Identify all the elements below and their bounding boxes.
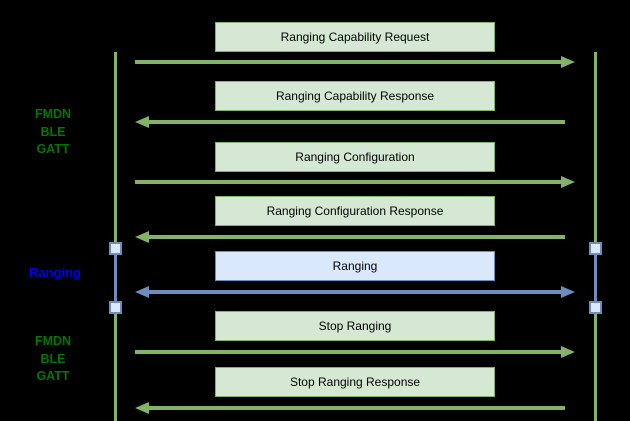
arrow-shaft <box>135 60 565 64</box>
message-box-ranging-capability-request: Ranging Capability Request <box>215 22 495 52</box>
arrowhead-right-icon <box>561 176 575 188</box>
arrow-shaft <box>145 406 565 410</box>
lifeline-right <box>594 52 597 421</box>
message-label: Ranging Configuration Response <box>266 204 444 218</box>
arrow-left-icon <box>135 116 575 128</box>
arrow-left-icon <box>135 402 575 414</box>
arrowhead-left-icon <box>135 286 149 298</box>
side-label-fmdn-ble-gatt-bottom: FMDN BLE GATT <box>0 333 106 386</box>
message-label: Ranging <box>332 259 378 273</box>
arrowhead-left-icon <box>135 402 149 414</box>
arrow-shaft <box>135 180 565 184</box>
arrowhead-right-icon <box>561 56 575 68</box>
message-box-stop-ranging-response: Stop Ranging Response <box>215 367 495 397</box>
activation-square-icon <box>589 301 602 314</box>
side-label-line: BLE <box>40 351 66 366</box>
arrow-right-icon <box>135 176 575 188</box>
message-box-ranging-configuration: Ranging Configuration <box>215 142 495 172</box>
lifeline-left <box>114 52 117 421</box>
arrowhead-left-icon <box>135 116 149 128</box>
message-label: Stop Ranging <box>318 319 392 333</box>
arrow-left-icon <box>135 231 575 243</box>
side-label-line: FMDN <box>34 334 72 348</box>
side-label-line: BLE <box>40 124 66 139</box>
activation-square-icon <box>109 242 122 255</box>
activation-square-icon <box>109 301 122 314</box>
arrow-right-icon <box>135 56 575 68</box>
side-label-line: GATT <box>36 369 70 383</box>
message-box-ranging-configuration-response: Ranging Configuration Response <box>215 196 495 226</box>
arrow-right-icon <box>135 346 575 358</box>
message-label: Ranging Capability Response <box>275 89 435 103</box>
message-box-ranging-capability-response: Ranging Capability Response <box>215 81 495 111</box>
side-label-line: GATT <box>36 142 70 156</box>
side-label-fmdn-ble-gatt-top: FMDN BLE GATT <box>0 106 106 159</box>
activation-connector-left <box>114 248 117 308</box>
message-box-ranging: Ranging <box>215 251 495 281</box>
message-box-stop-ranging: Stop Ranging <box>215 311 495 341</box>
arrowhead-left-icon <box>135 231 149 243</box>
arrow-shaft <box>135 350 565 354</box>
side-label-line: FMDN <box>34 107 72 121</box>
arrowhead-right-icon <box>561 346 575 358</box>
message-label: Ranging Configuration <box>295 150 415 164</box>
message-label: Stop Ranging Response <box>289 375 421 389</box>
activation-square-icon <box>589 242 602 255</box>
arrow-shaft <box>145 290 565 294</box>
arrow-shaft <box>145 235 565 239</box>
arrow-bidirectional-icon <box>135 286 575 298</box>
activation-connector-right <box>594 248 597 308</box>
side-label-ranging: Ranging <box>29 265 81 280</box>
arrow-shaft <box>145 120 565 124</box>
message-label: Ranging Capability Request <box>280 30 430 44</box>
arrowhead-right-icon <box>561 286 575 298</box>
